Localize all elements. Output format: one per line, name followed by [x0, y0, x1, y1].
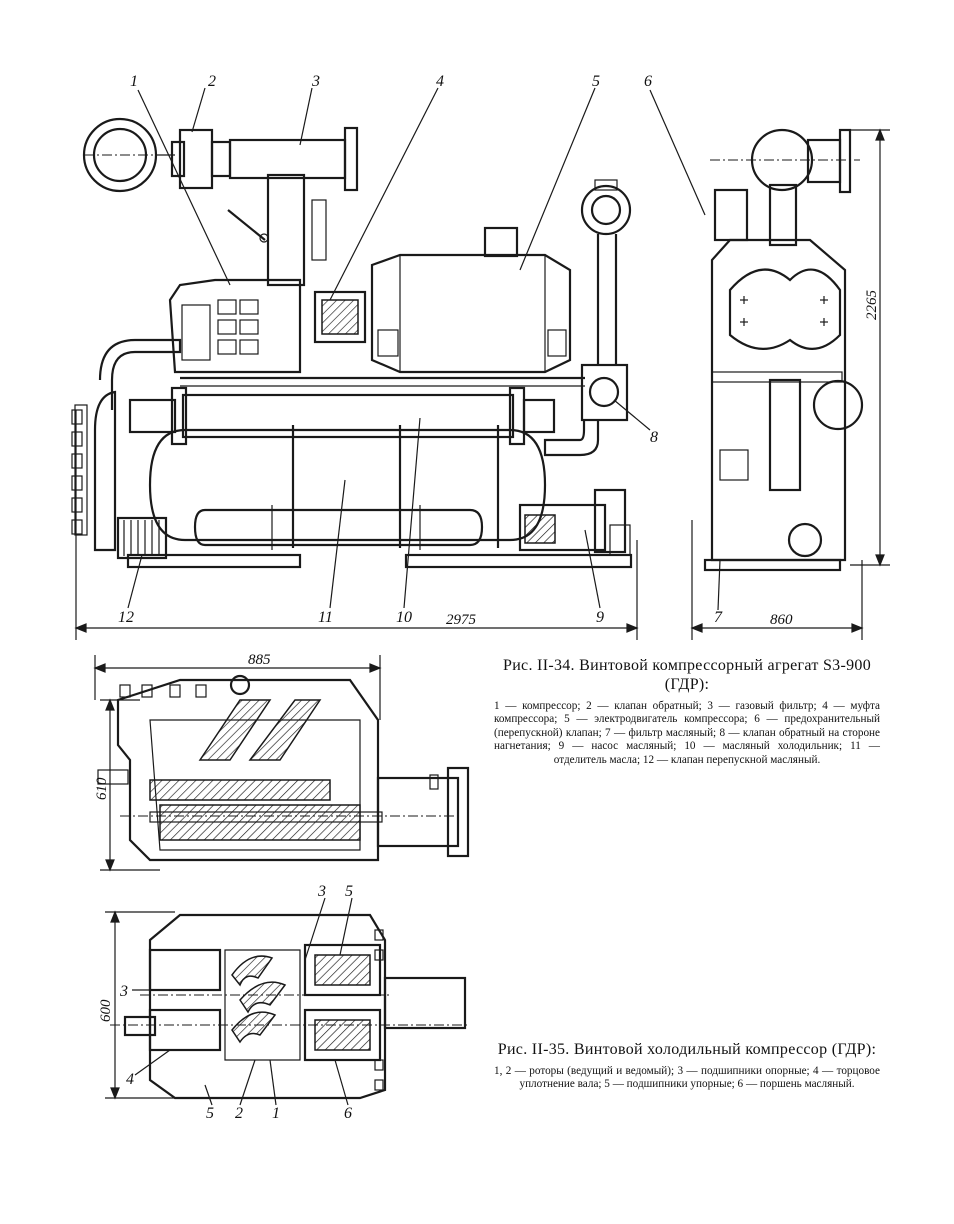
- fig35-callout-6: 6: [344, 1105, 352, 1122]
- dim-885: 885: [248, 652, 271, 668]
- fig35-callout-5b: 5: [206, 1105, 214, 1122]
- fig34-caption-title: Рис. II-34. Винтовой компрессорный агрег…: [503, 657, 871, 693]
- callout-8: 8: [650, 429, 658, 446]
- callout-1: 1: [130, 73, 138, 90]
- fig34-callout-labels: 1 2 3 4 5 6 7 8 9 10 11 12: [118, 73, 723, 626]
- callout-10: 10: [396, 609, 412, 626]
- fig35-section-bottom: [105, 897, 470, 1106]
- callout-2: 2: [208, 73, 216, 90]
- callout-3: 3: [311, 73, 320, 90]
- callout-9: 9: [596, 609, 604, 626]
- fig34-side-view: [71, 87, 721, 640]
- dim-860: 860: [770, 612, 793, 628]
- fig35-callout-4: 4: [126, 1071, 134, 1088]
- callout-12: 12: [118, 609, 134, 626]
- fig35-callout-1: 1: [272, 1105, 280, 1122]
- fig35-callout-3b: 3: [119, 983, 128, 1000]
- fig35-callout-2: 2: [235, 1105, 243, 1122]
- fig35-caption-title: Рис. II-35. Винтовой холодильный компрес…: [497, 1041, 877, 1058]
- callout-4: 4: [436, 73, 444, 90]
- fig35-callout-labels: 1 2 3 3 4 5 5 6: [119, 883, 353, 1122]
- fig35-callout-5a: 5: [345, 883, 353, 900]
- callout-6: 6: [644, 73, 652, 90]
- dim-600: 600: [98, 999, 114, 1022]
- fig35-callout-3a: 3: [317, 883, 326, 900]
- callout-7: 7: [714, 609, 723, 626]
- dimension-labels: 2975 860 2265 885 610 600: [94, 290, 880, 1023]
- fig35-section-top: [93, 655, 470, 872]
- fig34-caption: Рис. II-34. Винтовой компрессорный агрег…: [494, 656, 880, 767]
- callout-5: 5: [592, 73, 600, 90]
- fig35-caption: Рис. II-35. Винтовой холодильный компрес…: [494, 1040, 880, 1092]
- dim-610: 610: [94, 777, 110, 800]
- fig34-caption-legend: 1 — компрессор; 2 — клапан обратный; 3 —…: [494, 700, 880, 766]
- fig35-caption-legend: 1, 2 — роторы (ведущий и ведомый); 3 — п…: [494, 1065, 880, 1091]
- dim-2265: 2265: [864, 290, 880, 321]
- fig34-end-view: [690, 128, 890, 640]
- dim-2975: 2975: [446, 612, 477, 628]
- callout-11: 11: [318, 609, 333, 626]
